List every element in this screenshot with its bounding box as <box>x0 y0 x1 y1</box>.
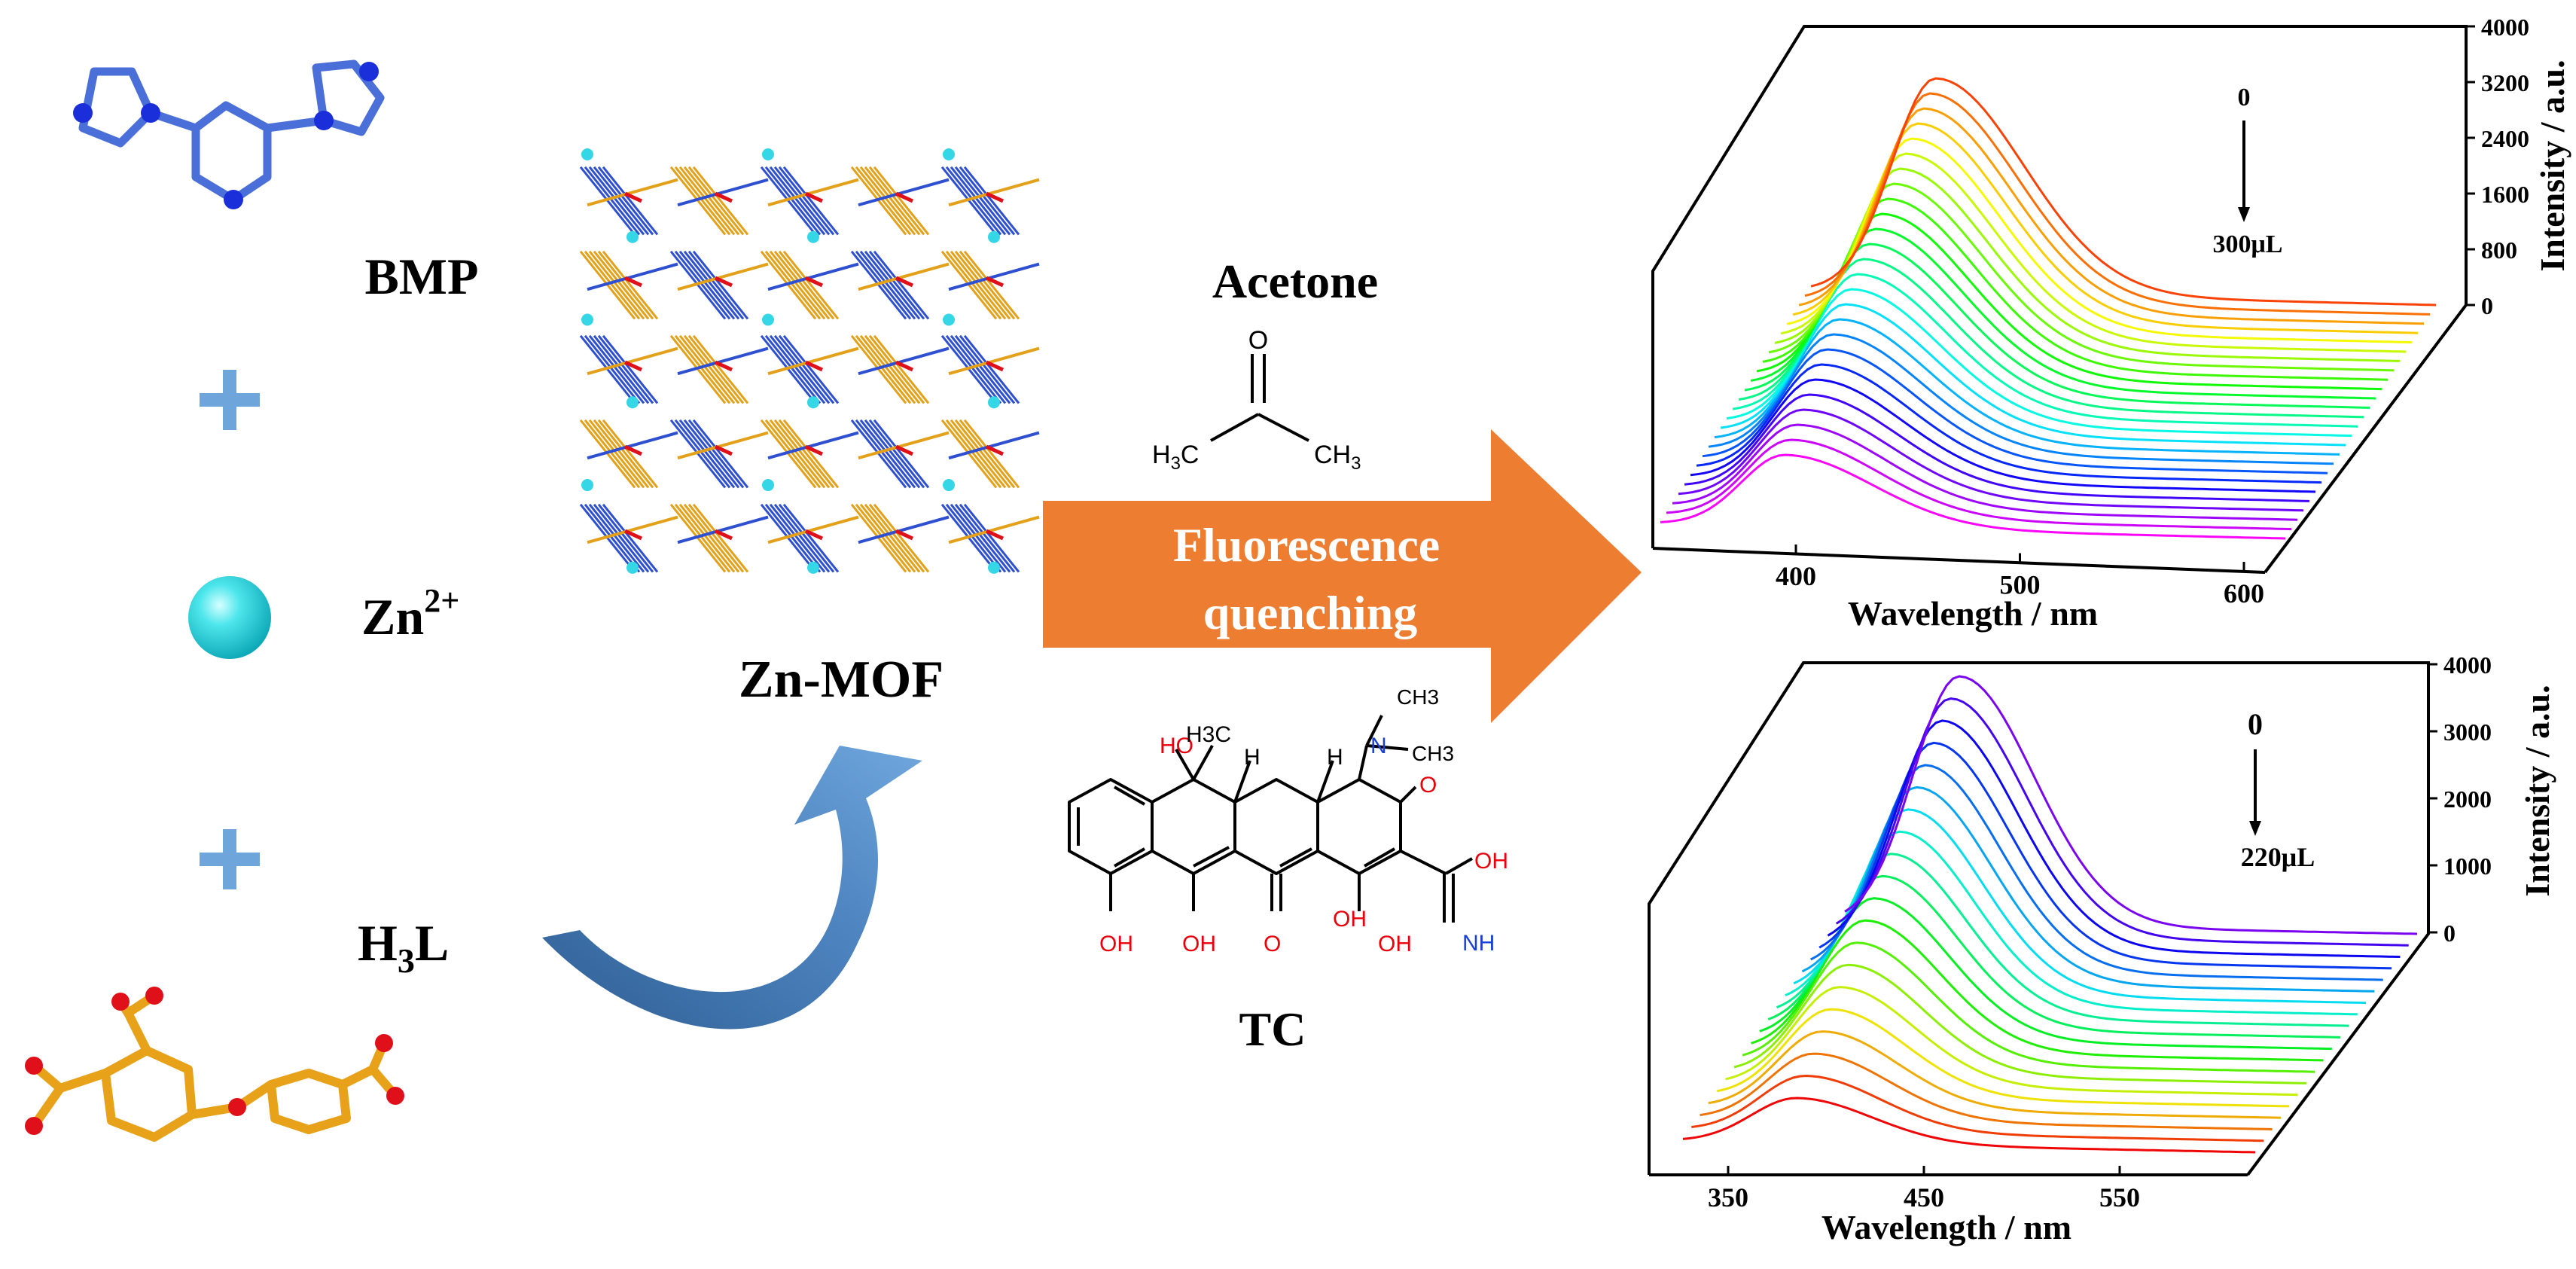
svg-text:H: H <box>1327 745 1343 770</box>
tc-label: TC <box>1239 1002 1306 1056</box>
chart-tc-xlabel: Wavelength / nm <box>1821 1208 2071 1246</box>
svg-text:HO: HO <box>1160 734 1193 758</box>
chart-tc-curve <box>1835 697 2409 947</box>
acetone-label: Acetone <box>1212 255 1378 308</box>
svg-text:CH3: CH3 <box>1412 742 1454 765</box>
chart-acetone-ylabel: Intensity / a.u. <box>2533 59 2571 271</box>
chart-acetone-curve <box>1708 333 2334 465</box>
chart-acetone-curve <box>1690 378 2316 493</box>
chart-tc-curve <box>1700 1052 2273 1130</box>
zn-ion-label: Zn2+ <box>361 582 459 645</box>
chart-acetone-z-tick-label: 2400 <box>2481 125 2529 152</box>
svg-text:OH: OH <box>1182 932 1216 956</box>
chart-tc-annotation-start: 0 <box>2248 707 2263 741</box>
chart-tc-z-tick-label: 3000 <box>2443 718 2492 746</box>
chart-tc-z-tick-label: 1000 <box>2443 853 2492 880</box>
chart-tc-curve <box>1725 986 2298 1097</box>
chart-tc-curve <box>1708 1030 2281 1119</box>
chart-tc-curve <box>1809 764 2383 981</box>
chart-acetone-curve <box>1696 363 2322 484</box>
chart-tc-x-tick-label: 550 <box>2099 1182 2140 1213</box>
acetone-right-methyl: CH3 <box>1314 441 1361 474</box>
acetone-structure <box>1210 354 1309 442</box>
chart-acetone: 400 500 600 4000 3200 2400 1600 800 0 Wavelengt… <box>1651 14 2571 633</box>
chart-acetone-z-tick-label: 4000 <box>2481 14 2529 41</box>
chart-acetone-xlabel: Wavelength / nm <box>1848 594 2098 633</box>
chart-acetone-curve <box>1660 453 2286 540</box>
chart-acetone-curve <box>1726 288 2352 438</box>
chart-tc-curve <box>1751 919 2324 1062</box>
plus-sign-1 <box>200 370 260 430</box>
chart-tc-z-tick-label: 2000 <box>2443 785 2492 813</box>
chart-acetone-annotation-start: 0 <box>2238 84 2251 111</box>
chart-acetone-x-tick-label: 500 <box>2000 570 2041 600</box>
curved-arrow <box>542 746 922 1030</box>
chart-acetone-curve <box>1810 77 2437 307</box>
svg-text:OH: OH <box>1099 932 1133 956</box>
bmp-label: BMP <box>364 248 478 305</box>
svg-text:N: N <box>1370 734 1387 758</box>
chart-acetone-curve <box>1714 318 2340 456</box>
chart-acetone-frame <box>1651 25 2468 574</box>
svg-text:OH: OH <box>1378 932 1412 956</box>
chart-tc-ylabel: Intensity / a.u. <box>2518 685 2556 896</box>
chart-acetone-curve <box>1684 393 2310 502</box>
chart-acetone-z-tick-label: 0 <box>2481 292 2493 319</box>
svg-text:NH: NH <box>1462 931 1495 956</box>
chart-acetone-annotation-end: 300μL <box>2213 230 2283 258</box>
svg-text:O: O <box>1264 932 1281 956</box>
svg-text:H: H <box>1244 745 1261 770</box>
acetone-oxygen: O <box>1248 326 1268 355</box>
chart-tc-x-tick-label: 350 <box>1708 1182 1748 1213</box>
chart-acetone-curve <box>1702 348 2328 474</box>
chart-tc-curve <box>1691 1074 2264 1142</box>
svg-text:O: O <box>1419 773 1437 798</box>
chart-tc: 350 450 550 4000 3000 2000 1000 0 Wavelength /… <box>1648 651 2556 1246</box>
chart-acetone-z-tick-label: 3200 <box>2481 69 2529 96</box>
chart-acetone-curve <box>1720 303 2346 447</box>
bmp-molecule <box>73 59 385 209</box>
svg-text:OH: OH <box>1474 849 1508 874</box>
chart-acetone-curve <box>1672 423 2298 521</box>
chart-acetone-curve <box>1804 92 2431 316</box>
chart-tc-curve <box>1844 675 2418 935</box>
zn-mof-framework <box>579 148 1040 574</box>
chart-tc-x-tick-label: 450 <box>1904 1182 1944 1213</box>
chart-acetone-curve <box>1732 273 2358 428</box>
chart-tc-z-tick-label: 4000 <box>2443 651 2492 679</box>
h3l-molecule <box>25 987 404 1142</box>
chart-acetone-curve <box>1678 408 2304 512</box>
svg-text:OH: OH <box>1333 907 1367 932</box>
chart-tc-curve <box>1827 719 2401 958</box>
acetone-left-methyl: H3C <box>1152 441 1199 474</box>
chart-tc-z-tick-label: 0 <box>2443 920 2456 947</box>
chart-acetone-z-tick-label: 800 <box>2481 236 2517 264</box>
plus-sign-2 <box>200 829 260 889</box>
chart-acetone-curve <box>1666 438 2292 531</box>
chart-acetone-x-tick-label: 600 <box>2224 578 2264 609</box>
arrow-text-line1: Fluorescence <box>1173 518 1440 572</box>
chart-tc-curve <box>1733 963 2306 1084</box>
arrow-text-line2: quenching <box>1203 586 1418 639</box>
tc-structure <box>1068 715 1473 923</box>
fluorescence-quenching-arrow <box>1043 429 1642 723</box>
h3l-label: H3L <box>358 914 449 980</box>
svg-text:CH3: CH3 <box>1397 685 1439 709</box>
chart-tc-curve <box>1742 941 2315 1073</box>
chart-tc-curve <box>1682 1097 2256 1154</box>
chart-tc-curve <box>1801 785 2375 993</box>
chart-tc-annotation-end: 220μL <box>2241 842 2315 872</box>
chart-acetone-x-tick-label: 400 <box>1776 561 1816 591</box>
chart-tc-frame <box>1648 661 2430 1176</box>
chart-acetone-x-axis <box>1652 547 2266 574</box>
chart-acetone-z-tick-label: 1600 <box>2481 181 2529 208</box>
svg-text:H3C: H3C <box>1186 722 1231 747</box>
tc-atom-labels: HO H3C H H N CH3 CH3 O OH NH OH OH O OH … <box>1099 685 1508 956</box>
zn-ion-sphere <box>188 576 271 659</box>
chart-tc-curve <box>1716 1008 2290 1108</box>
zn-mof-label: Zn-MOF <box>739 651 944 709</box>
